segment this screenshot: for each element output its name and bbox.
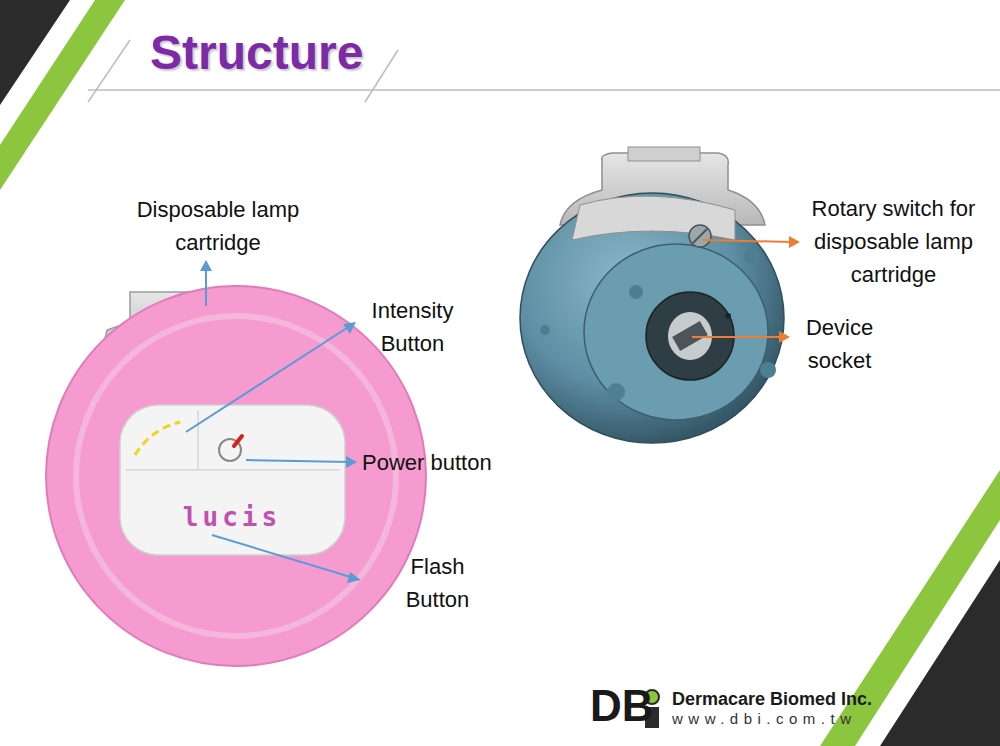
brand-marking: lucis: [152, 498, 312, 537]
website: www.dbi.com.tw: [672, 710, 857, 728]
slide-title: Structure: [150, 24, 363, 82]
arrow-head: [200, 260, 361, 583]
arrow-head: [779, 236, 800, 343]
logo-letters: DB: [590, 682, 654, 730]
title-rule: [365, 50, 398, 102]
title-rule: [88, 89, 1000, 91]
company-name: Dermacare Biomed Inc.: [672, 690, 872, 710]
title-rule: [88, 40, 130, 102]
corner-stripe: [0, 0, 125, 190]
part-name: Device socket: [792, 311, 887, 377]
part-name: Rotary switch for disposable lamp cartri…: [791, 192, 996, 291]
part-name: Power button: [362, 446, 492, 479]
part-name: Disposable lamp cartridge: [118, 193, 318, 259]
device-back-view: [520, 147, 784, 443]
corner-stripe: [880, 560, 1000, 746]
part-name: Flash Button: [390, 550, 485, 616]
leader-line: [692, 240, 792, 337]
part-name: Intensity Button: [355, 294, 470, 360]
device-front-view: [46, 286, 426, 666]
